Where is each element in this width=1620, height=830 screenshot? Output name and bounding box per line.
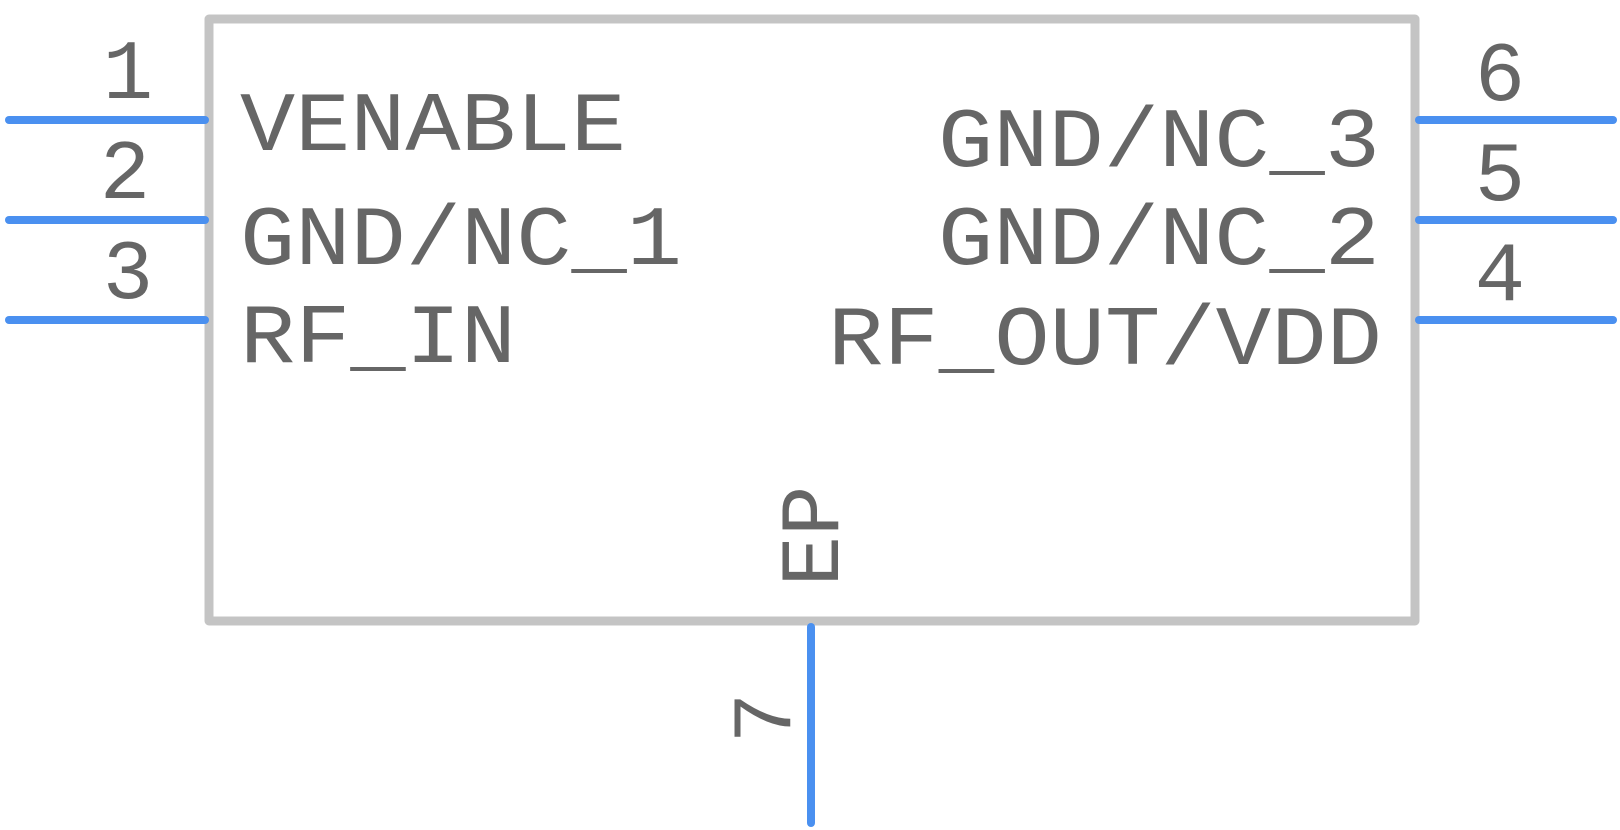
pin-7-number: 7: [721, 693, 816, 743]
pin-4-name: RF_OUT/VDD: [828, 295, 1382, 390]
pin-1-number: 1: [103, 29, 153, 124]
pin-5-number: 5: [1475, 131, 1525, 226]
pin-2-name: GND/NC_1: [240, 195, 682, 290]
pin-7-name: EP: [769, 486, 864, 587]
pin-5-name: GND/NC_2: [938, 195, 1380, 290]
pin-2-number: 2: [100, 129, 150, 224]
pin-4-number: 4: [1475, 231, 1525, 326]
pin-1-name: VENABLE: [240, 81, 626, 176]
pin-3-number: 3: [103, 229, 153, 324]
pin-3-name: RF_IN: [240, 293, 516, 388]
pin-6-number: 6: [1475, 31, 1525, 126]
pin-6-name: GND/NC_3: [938, 97, 1380, 192]
component-body: [204, 14, 1420, 626]
